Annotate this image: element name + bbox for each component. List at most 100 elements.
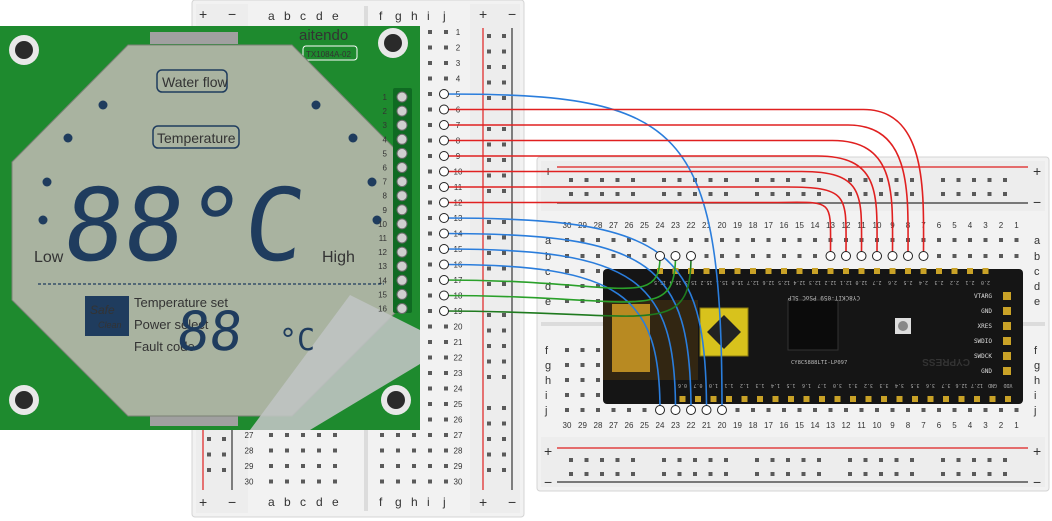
wire-end-left (439, 290, 449, 301)
hbb-rail-hole (1003, 178, 1007, 182)
hbb-hole (580, 269, 585, 273)
hbb-hole (565, 269, 569, 273)
vbb-col-letter: j (442, 495, 446, 509)
mcu-bottom-pin-label: 1.6 (802, 382, 811, 388)
mcu-right-header (1003, 292, 1011, 375)
vbb-rail-hole (487, 266, 491, 271)
vbb-hole (301, 448, 305, 453)
vbb-rail-hole (502, 220, 506, 224)
vbb-rail-hole (222, 437, 226, 441)
mcu-right-label: SWDCK (974, 353, 992, 360)
hbb-col-number: 11 (857, 421, 866, 430)
vbb-rail-hole (487, 468, 491, 472)
hbb-rail-hole (987, 192, 992, 196)
vbb-hole (285, 464, 289, 468)
hbb-minus-top-right: − (1033, 194, 1041, 210)
mcu-bottom-header: VDDGND12.712.63.73.63.53.43.33.23.13.01.… (678, 382, 1013, 402)
lcd-module: aitendo TX1084A-02 Water flow Temperatur… (0, 26, 420, 430)
vbb-hole (301, 479, 305, 484)
vbb-hole (269, 479, 273, 484)
seg-water-flow: Water flow (162, 74, 228, 90)
lcd-pin (396, 91, 408, 103)
seg-list-2: Fault code (134, 339, 195, 354)
hbb-rail-hole (910, 192, 914, 196)
mcu-top-pin (920, 268, 927, 274)
wire-end-left (439, 135, 449, 146)
vbb-hole (444, 324, 448, 329)
vbb-rail-hole (222, 468, 226, 472)
hbb-rail-hole (600, 178, 604, 182)
hbb-hole (952, 408, 957, 412)
vbb-rail-hole (502, 235, 506, 240)
vbb-hole (444, 340, 448, 344)
hbb-row-letter: j (1033, 405, 1036, 417)
mcu-bottom-pin (1005, 396, 1011, 402)
lcd-pin (396, 133, 408, 145)
lcd-pin-number: 13 (378, 262, 387, 271)
seg-small-unit: °C (279, 323, 315, 358)
lcd-pin-number: 14 (378, 276, 387, 285)
vbb-rail-hole (207, 452, 211, 457)
vbb-hole (428, 386, 432, 391)
hbb-plus-bottom-left: + (544, 443, 552, 459)
hbb-hole (813, 238, 817, 242)
wire-end-right (686, 251, 696, 261)
hbb-hole (999, 254, 1003, 258)
vbb-col-letter: a (268, 495, 275, 509)
hbb-rail-hole (631, 472, 635, 476)
hbb-hole (596, 284, 600, 288)
wire-green-row-18 (443, 255, 677, 303)
mcu-top-pin-label: 12.2 (824, 279, 836, 285)
vbb-row-number: 4 (456, 75, 461, 84)
vbb-hole (285, 433, 289, 437)
hbb-rail-hole (956, 472, 961, 476)
mcu-bottom-pin (989, 396, 996, 402)
mcu-top-pin-label: 2.5 (903, 279, 912, 285)
hbb-rail-hole (708, 472, 713, 476)
hbb-col-number: 22 (687, 221, 696, 230)
hbb-hole (580, 393, 585, 397)
vbb-rail-hole (487, 359, 491, 364)
hbb-hole (596, 408, 600, 412)
hbb-minus-bottom-left: − (544, 474, 552, 490)
vbb-rail-hole (487, 437, 491, 441)
hbb-hole (735, 254, 740, 258)
vbb-rail-hole (487, 158, 491, 162)
hbb-hole (565, 348, 569, 352)
mcu-bottom-pin (850, 396, 856, 402)
hbb-hole (580, 348, 585, 352)
vbb-rail-hole (487, 49, 491, 54)
mcu-board: CY8C5888LTI-LP097 CY8CKIT-059 PSoC 5LP C… (603, 268, 1023, 404)
mcu-top-pin (874, 268, 880, 274)
wire-green-row-19 (443, 255, 692, 317)
vbb-rail-hole (487, 235, 491, 240)
vbb-hole (428, 92, 432, 96)
hbb-col-number: 6 (937, 421, 942, 430)
hbb-rail-hole (569, 472, 573, 476)
wire-red-row-6 (444, 108, 925, 257)
vbb-hole (269, 448, 273, 453)
hbb-hole (937, 238, 941, 242)
vbb-hole (269, 433, 273, 437)
vbb-hole (444, 45, 448, 50)
hbb-row-letter: a (545, 235, 552, 247)
vbb-row-number: 1 (456, 28, 461, 37)
vbb-rail-hole (487, 142, 491, 147)
lcd-pin (396, 147, 408, 159)
hbb-rail-hole (941, 472, 945, 476)
hbb-hole (720, 238, 724, 242)
vbb-col-letter: b (284, 9, 291, 23)
hbb-rail-hole (677, 472, 682, 476)
vbb-row-number: 2 (456, 44, 461, 53)
wire-red-row-12 (444, 201, 832, 257)
hbb-rail-hole (615, 458, 620, 462)
hbb-rail-hole (987, 458, 992, 462)
vbb-hole (428, 154, 432, 158)
hbb-rail-hole (724, 192, 728, 196)
mcu-top-pin-label: 15.0 (731, 279, 743, 285)
hbb-hole (642, 408, 647, 412)
hbb-hole (627, 254, 631, 258)
vbb-rail-hole (502, 127, 506, 131)
wire-end-right (701, 405, 712, 415)
